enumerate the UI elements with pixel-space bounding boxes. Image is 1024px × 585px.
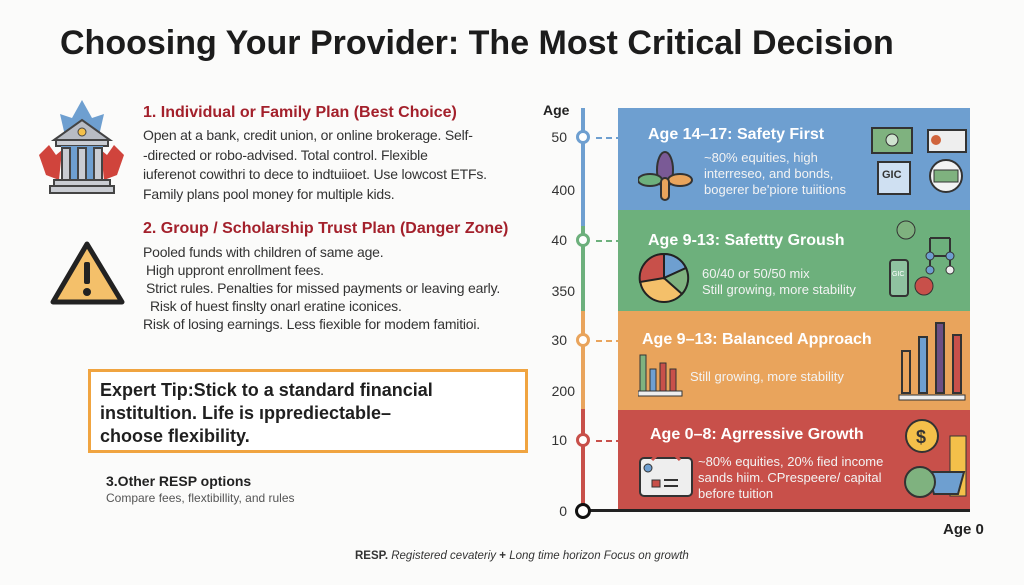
- axis-segment: [581, 311, 585, 409]
- axis-segment: [581, 409, 585, 509]
- origin-marker: [575, 503, 591, 519]
- text-line: interreseo, and bonds,: [704, 166, 834, 181]
- bar-chart-small-icon: [638, 354, 683, 397]
- coins-clock-icon: $: [904, 419, 967, 498]
- warning-icon: [50, 241, 125, 305]
- axis-label: 10: [551, 432, 567, 448]
- axis-segment: [581, 226, 585, 311]
- band-title: Age 9–13: Balanced Approach: [642, 331, 872, 348]
- other-options-heading: 3.Other RESP options: [106, 473, 252, 489]
- text-line: Family plans pool money for multiple kid…: [143, 185, 395, 202]
- svg-text:$: $: [916, 427, 926, 447]
- money-documents-icon: GIC: [871, 127, 967, 195]
- other-options-text: Compare fees, flextibillity, and rules: [106, 491, 295, 505]
- timeline-marker: [576, 130, 590, 144]
- dash-connector: [596, 240, 622, 242]
- axis-label: 30: [551, 332, 567, 348]
- timeline-marker: [576, 433, 590, 447]
- id-card-icon: [639, 450, 693, 497]
- plan-2-body: Pooled funds with children of same age. …: [143, 243, 500, 333]
- plan-2-heading: 2. Group / Scholarship Trust Plan (Dange…: [143, 220, 509, 237]
- seedling-icon: [638, 151, 693, 201]
- text-line: 60/40 or 50/50 mix: [702, 266, 810, 281]
- phone-network-icon: GIC: [889, 220, 955, 297]
- text-line: sands hiim. CPrespeere/ capital: [698, 470, 882, 485]
- text-line: Risk of losing earnings. Less fiexible f…: [143, 316, 480, 332]
- band-title: Age 14–17: Safety First: [648, 126, 825, 143]
- band-text: ~80% equities, high interreseo, and bond…: [704, 150, 846, 198]
- text-line: Risk of huest finslty onarl eratine icon…: [150, 298, 402, 314]
- band-age-9-13-balanced: Age 9–13: Balanced Approach Still growin…: [618, 311, 970, 410]
- pie-chart-icon: [638, 252, 690, 303]
- axis-label: 200: [551, 383, 575, 399]
- axis-title: Age: [543, 102, 570, 118]
- band-text: ~80% equities, 20% fied income sands hii…: [698, 454, 883, 502]
- band-age-14-17: Age 14–17: Safety First ~80% equities, h…: [618, 108, 970, 210]
- text-line: Still growing, more stability: [702, 282, 856, 297]
- timeline-marker: [576, 333, 590, 347]
- axis-label: 350: [551, 283, 575, 299]
- text-line: Pooled funds with children of same age.: [143, 244, 384, 260]
- timeline-marker: [576, 233, 590, 247]
- band-title: Age 9-13: Safettty Grоush: [648, 232, 845, 249]
- text-line: -directed or robo-advised. Total control…: [143, 146, 428, 163]
- text-line: Open at a bank, credit union, or online …: [143, 127, 473, 143]
- dash-connector: [596, 440, 622, 442]
- axis-label: 50: [551, 129, 567, 145]
- axis-label: 40: [551, 232, 567, 248]
- text-line: before tuition: [698, 486, 774, 501]
- expert-tip-box: Expert Tip:Stick to a standard financial…: [88, 369, 528, 453]
- tip-line: Expert Tip:Stick to a standard financial: [100, 380, 433, 400]
- x-axis-line: [583, 509, 970, 512]
- plan-1-body: Open at a bank, credit union, or online …: [143, 126, 487, 204]
- text-line: ~80% equities, high: [704, 150, 818, 165]
- band-age-0-8: Age 0–8: Agrressive Growth ~80% equities…: [618, 410, 970, 509]
- text-line: ~80% equities, 20% fied income: [698, 454, 884, 469]
- band-age-9-13-growth: Age 9-13: Safettty Grоush 60/40 or 50/50…: [618, 210, 970, 311]
- band-title: Age 0–8: Agrressive Growth: [650, 426, 864, 443]
- axis-label: 0: [559, 503, 567, 519]
- x-axis-label: Age 0: [943, 521, 984, 538]
- plus-icon: +: [499, 550, 506, 562]
- tip-line: institultion. Life is ıpprediectable–: [100, 403, 392, 423]
- bank-maple-leaf-icon: [39, 100, 124, 194]
- bar-chart-large-icon: [898, 322, 966, 401]
- plan-1-heading: 1. Individual or Family Plan (Best Choic…: [143, 104, 457, 121]
- dash-connector: [596, 340, 622, 342]
- axis-label: 400: [551, 182, 575, 198]
- axis-segment: [581, 108, 585, 226]
- text-line: High uppront enrollment fees.: [146, 262, 324, 278]
- gic-icon-label: GIC: [882, 169, 902, 181]
- text-line: Strict rules. Penalties for missed payme…: [146, 280, 501, 296]
- page-title: Choosing Your Provider: The Most Critica…: [60, 24, 894, 62]
- footer-bold: RESP.: [355, 550, 389, 562]
- footer-text: Registered cevateriy: [391, 550, 497, 562]
- text-line: iuferenot cowithri to dece to indtuiioet…: [143, 166, 487, 182]
- text-line: bogerer be'piore tuiitions: [704, 182, 846, 197]
- tip-line: choose flexibility.: [100, 426, 250, 446]
- dash-connector: [596, 137, 622, 139]
- band-text: Still growing, more stability: [690, 369, 844, 384]
- footer-text: Long time horizon Focus on growth: [509, 550, 689, 562]
- footer-note: RESP. Registered cevateriy + Long time h…: [355, 550, 689, 562]
- gic-icon-label: GIC: [892, 271, 904, 278]
- band-text: 60/40 or 50/50 mix Still growing, more s…: [702, 266, 856, 298]
